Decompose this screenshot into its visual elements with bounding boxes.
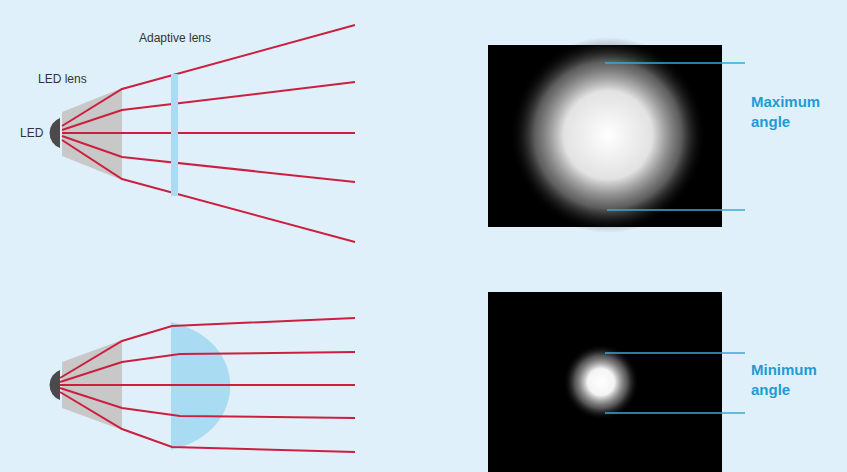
angle-label: Maximum angle bbox=[751, 92, 841, 131]
narrow-beam-setup bbox=[50, 318, 355, 452]
angle-label: Minimum angle bbox=[751, 360, 841, 399]
led bbox=[50, 118, 60, 148]
light-spot bbox=[563, 344, 639, 420]
light-spot bbox=[510, 37, 706, 233]
angle-markers bbox=[605, 63, 745, 413]
light-rays bbox=[62, 25, 355, 242]
light-rays bbox=[60, 318, 355, 452]
beam-image bbox=[488, 292, 722, 472]
part-label: LED lens bbox=[38, 72, 108, 86]
part-label: LED bbox=[20, 126, 50, 140]
adaptive-lens bbox=[171, 74, 178, 196]
led bbox=[50, 370, 60, 400]
wide-beam-setup bbox=[50, 25, 355, 242]
part-label: Adaptive lens bbox=[138, 31, 212, 45]
